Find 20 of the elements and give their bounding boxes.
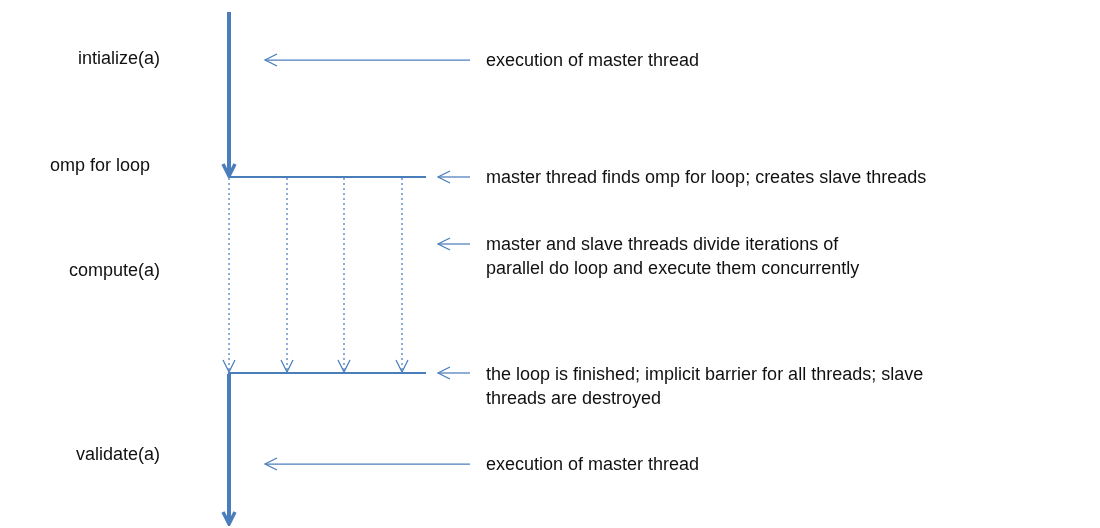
dotted-arrow [395, 177, 409, 373]
annotation-text: the loop is finished; implicit barrier for all threads; slave threads are destroyed [486, 362, 956, 410]
dotted-arrow [337, 177, 351, 373]
step-label: intialize(a) [76, 47, 160, 70]
annotation-text: execution of master thread [486, 452, 906, 476]
annotation-text: execution of master thread [486, 48, 906, 72]
pointer-arrow [437, 366, 471, 380]
step-label: compute(a) [67, 259, 160, 282]
pointer-arrow [437, 237, 471, 251]
pointer-arrow [264, 457, 471, 471]
thread-arrow [221, 374, 237, 526]
pointer-arrow [437, 170, 471, 184]
annotation-text: master and slave threads divide iterations of parallel do loop and execute them concurrently [486, 232, 871, 280]
thread-arrow [221, 12, 237, 178]
step-label: validate(a) [74, 443, 160, 466]
dotted-arrow [222, 177, 236, 373]
step-label: omp for loop [48, 154, 150, 177]
annotation-text: master thread finds omp for loop; creates slave threads [486, 165, 1098, 189]
dotted-arrow [280, 177, 294, 373]
pointer-arrow [264, 53, 471, 67]
